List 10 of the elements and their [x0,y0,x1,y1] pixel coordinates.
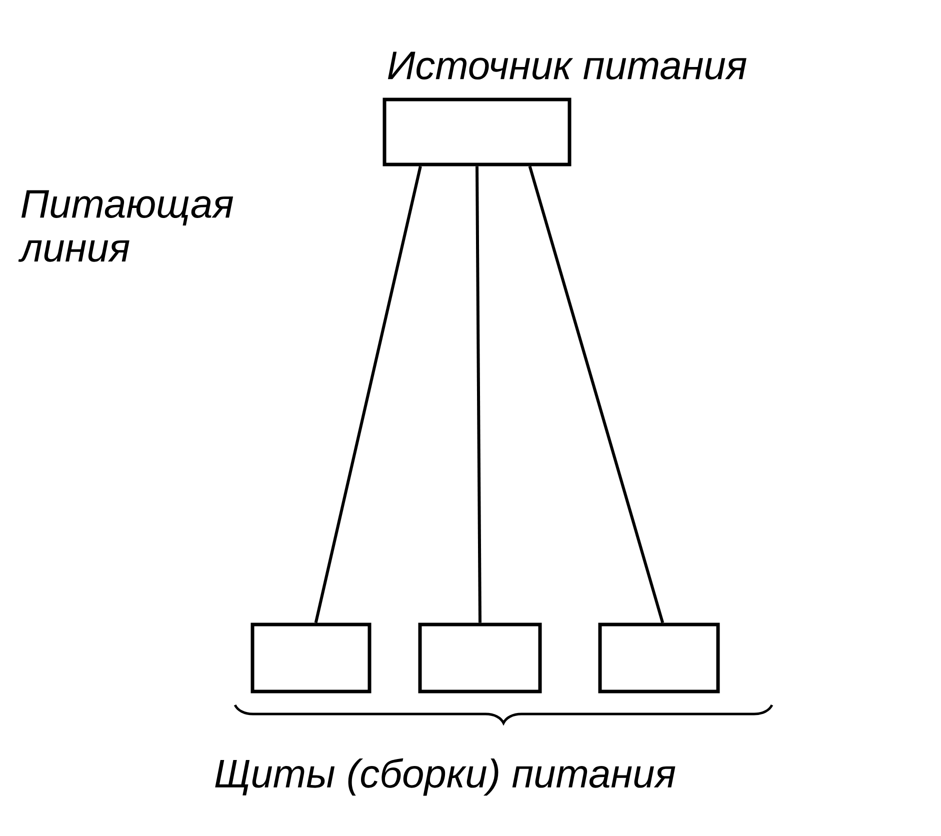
feeder-line [314,166,422,624]
power-source-box: Источник питания [382,52,746,166]
line-label: Питающая линия [18,190,234,262]
panel-box [250,622,372,694]
panels-label: Щиты (сборки) питания [215,758,676,796]
feeder-line [528,166,664,624]
node-label: Источник питания [388,52,746,80]
panel-box [598,622,720,694]
feeder-line [476,166,482,623]
panel-box [418,622,542,694]
